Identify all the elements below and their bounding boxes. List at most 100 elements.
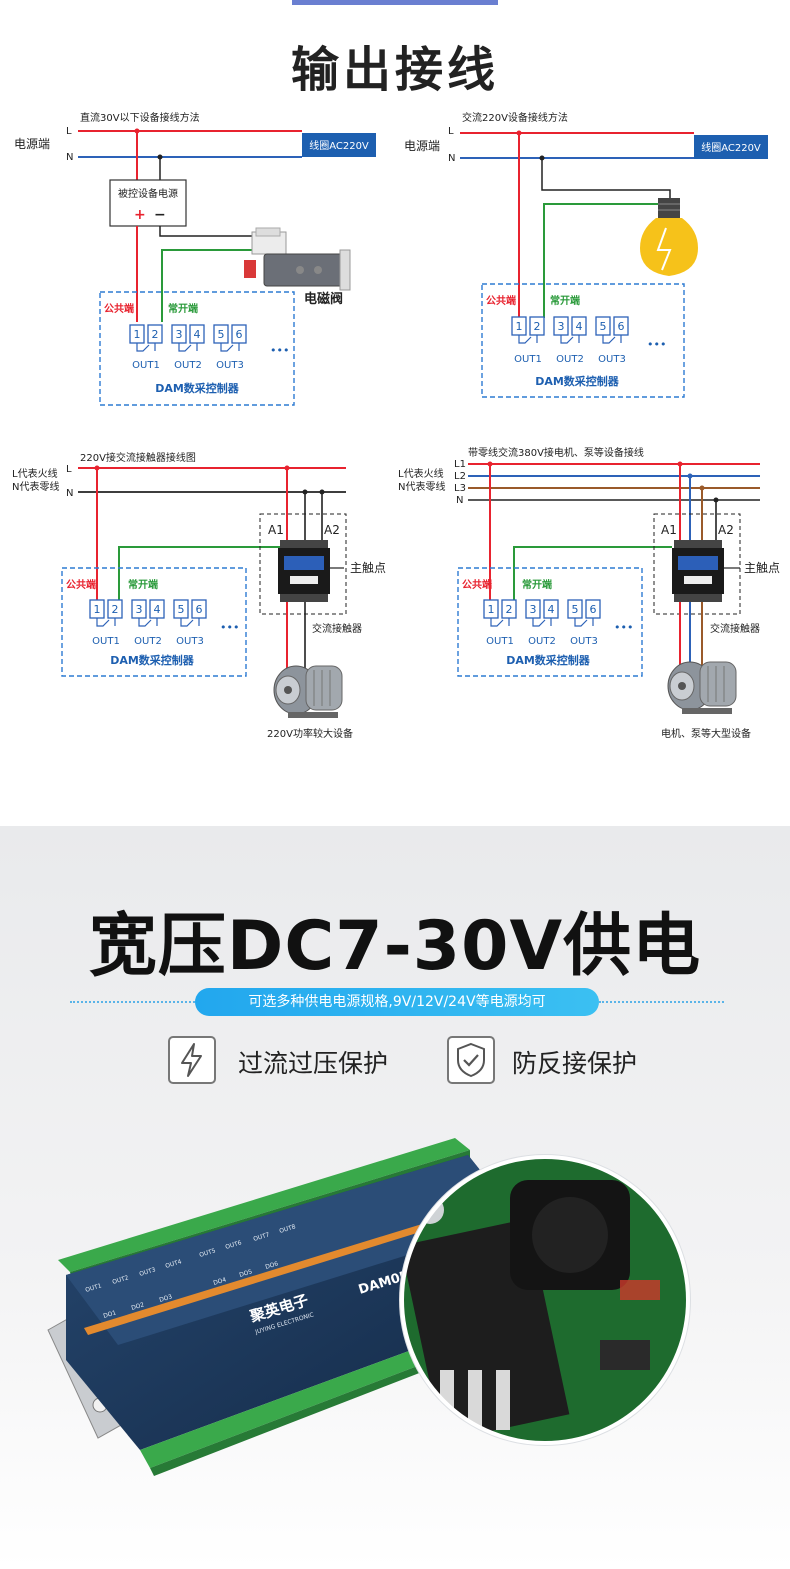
d2-no-label: 常开端 — [550, 294, 580, 307]
d1-dots: ••• — [270, 344, 289, 357]
d1-out3: OUT3 — [216, 360, 244, 371]
dotted-line-right — [599, 1001, 724, 1003]
product-out2: OUT2 — [112, 1274, 130, 1286]
diagram-ac220v: 交流220V设备接线方法 L N 电源端 线圈AC220V 公共端 常开端 1 … — [404, 111, 768, 398]
d3-device: 220V功率较大设备 — [267, 727, 353, 740]
d2-terminal-4: 4 — [576, 320, 583, 333]
product-out3: OUT3 — [139, 1266, 157, 1278]
d3-terminal-4: 4 — [154, 603, 161, 616]
feature-reverse-label: 防反接保护 — [512, 1049, 638, 1078]
d4-line-L2: L2 — [454, 471, 466, 482]
feature-overcurrent-label: 过流过压保护 — [238, 1049, 389, 1078]
d3-no-label: 常开端 — [128, 578, 158, 591]
d1-terminal-3: 3 — [176, 328, 183, 341]
d3-controller: DAM数采控制器 — [110, 653, 195, 667]
d4-out1: OUT1 — [486, 636, 514, 647]
d4-dots: ••• — [614, 621, 633, 634]
d4-legend-L: L代表火线 — [398, 467, 444, 480]
d3-out3: OUT3 — [176, 636, 204, 647]
d4-device: 电机、泵等大型设备 — [661, 727, 751, 740]
d3-a1: A1 — [268, 523, 284, 537]
d3-dots: ••• — [220, 621, 239, 634]
d1-caption: 直流30V以下设备接线方法 — [80, 111, 200, 124]
d4-terminal-5: 5 — [572, 603, 579, 616]
product-do2: DO2 — [131, 1301, 146, 1312]
d4-caption: 带零线交流380V接电机、泵等设备接线 — [468, 446, 644, 459]
shield-check-icon — [447, 1036, 495, 1084]
d3-terminal-2: 2 — [112, 603, 119, 616]
d2-terminal-6: 6 — [618, 320, 625, 333]
lightning-bolt-icon — [168, 1036, 216, 1084]
diagram-380v-motor: 带零线交流380V接电机、泵等设备接线 L1 L2 L3 N L代表火线 N代表… — [398, 446, 780, 740]
d1-common-label: 公共端 — [104, 302, 134, 315]
d1-plus: + — [134, 207, 146, 223]
product-out4: OUT4 — [165, 1258, 183, 1270]
d2-terminal-2: 2 — [534, 320, 541, 333]
d4-legend-N: N代表零线 — [398, 480, 445, 493]
d2-controller: DAM数采控制器 — [535, 374, 620, 388]
product-do5: DO5 — [239, 1268, 254, 1279]
d4-a2: A2 — [718, 523, 734, 537]
d4-line-N: N — [456, 495, 463, 506]
d3-line-L: L — [66, 464, 72, 475]
d4-contactor: 交流接触器 — [710, 622, 760, 635]
d3-a2: A2 — [324, 523, 340, 537]
d2-terminal-1: 1 — [516, 320, 523, 333]
dotted-line-left — [70, 1001, 195, 1003]
d1-coil-label: 线圈AC220V — [309, 139, 369, 152]
d1-no-label: 常开端 — [168, 302, 198, 315]
d3-main-contact: 主触点 — [350, 561, 386, 575]
diagram-220v-contactor: 220V接交流接触器接线图 L N L代表火线 N代表零线 A1 A2 主触点 … — [12, 451, 386, 740]
product-do3: DO3 — [159, 1293, 174, 1304]
d3-controller-frame — [61, 567, 247, 677]
contactor-icon — [672, 540, 724, 602]
product-out7: OUT7 — [253, 1231, 271, 1243]
d1-terminal-6: 6 — [236, 328, 243, 341]
product-image: 聚英电子 JUYING ELECTRONIC DAM0FFF-N OUT1 OU… — [47, 1138, 691, 1476]
d3-caption: 220V接交流接触器接线图 — [80, 451, 196, 464]
d4-terminal-2: 2 — [506, 603, 513, 616]
d3-line-N: N — [66, 488, 73, 499]
output-wiring-heading: 输出接线 — [290, 42, 499, 98]
d1-line-L: L — [66, 126, 72, 137]
d4-controller-frame — [457, 567, 643, 677]
solenoid-valve-icon — [244, 227, 351, 291]
product-do1: DO1 — [103, 1309, 118, 1320]
product-out1: OUT1 — [85, 1282, 103, 1294]
d4-terminal-4: 4 — [548, 603, 555, 616]
d2-controller-frame — [481, 283, 685, 398]
d3-terminal-5: 5 — [178, 603, 185, 616]
d1-line-N: N — [66, 152, 73, 163]
product-do6: DO6 — [265, 1260, 280, 1271]
d4-controller: DAM数采控制器 — [506, 653, 591, 667]
d4-a1: A1 — [661, 523, 677, 537]
d4-no-label: 常开端 — [522, 578, 552, 591]
d1-terminal-4: 4 — [194, 328, 201, 341]
d2-line-N: N — [448, 153, 455, 164]
d2-common-label: 公共端 — [486, 294, 516, 307]
d2-dots: ••• — [647, 338, 666, 351]
d3-terminal-6: 6 — [196, 603, 203, 616]
d1-controller: DAM数采控制器 — [155, 381, 240, 395]
d3-legend-L: L代表火线 — [12, 467, 58, 480]
product-do4: DO4 — [213, 1276, 228, 1287]
d1-supply-box: 被控设备电源 — [118, 187, 178, 200]
power-title: 宽压DC7-30V供电 — [88, 907, 702, 986]
d4-out3: OUT3 — [570, 636, 598, 647]
d2-caption: 交流220V设备接线方法 — [462, 111, 568, 124]
diagram-dc30v: 直流30V以下设备接线方法 L N 电源端 线圈AC220V 被控设备电源 + … — [14, 111, 376, 406]
product-out8: OUT8 — [279, 1223, 297, 1235]
d2-out3: OUT3 — [598, 354, 626, 365]
d2-out2: OUT2 — [556, 354, 584, 365]
d4-main-contact: 主触点 — [744, 561, 780, 575]
d3-terminal-1: 1 — [94, 603, 101, 616]
product-out6: OUT6 — [225, 1239, 243, 1251]
contactor-icon — [278, 540, 330, 602]
d2-terminal-3: 3 — [558, 320, 565, 333]
d2-terminal-5: 5 — [600, 320, 607, 333]
d1-controller-frame — [99, 291, 295, 406]
d3-common-label: 公共端 — [66, 578, 96, 591]
d3-out1: OUT1 — [92, 636, 120, 647]
motor-icon — [273, 665, 343, 718]
d1-source-label: 电源端 — [14, 137, 50, 151]
